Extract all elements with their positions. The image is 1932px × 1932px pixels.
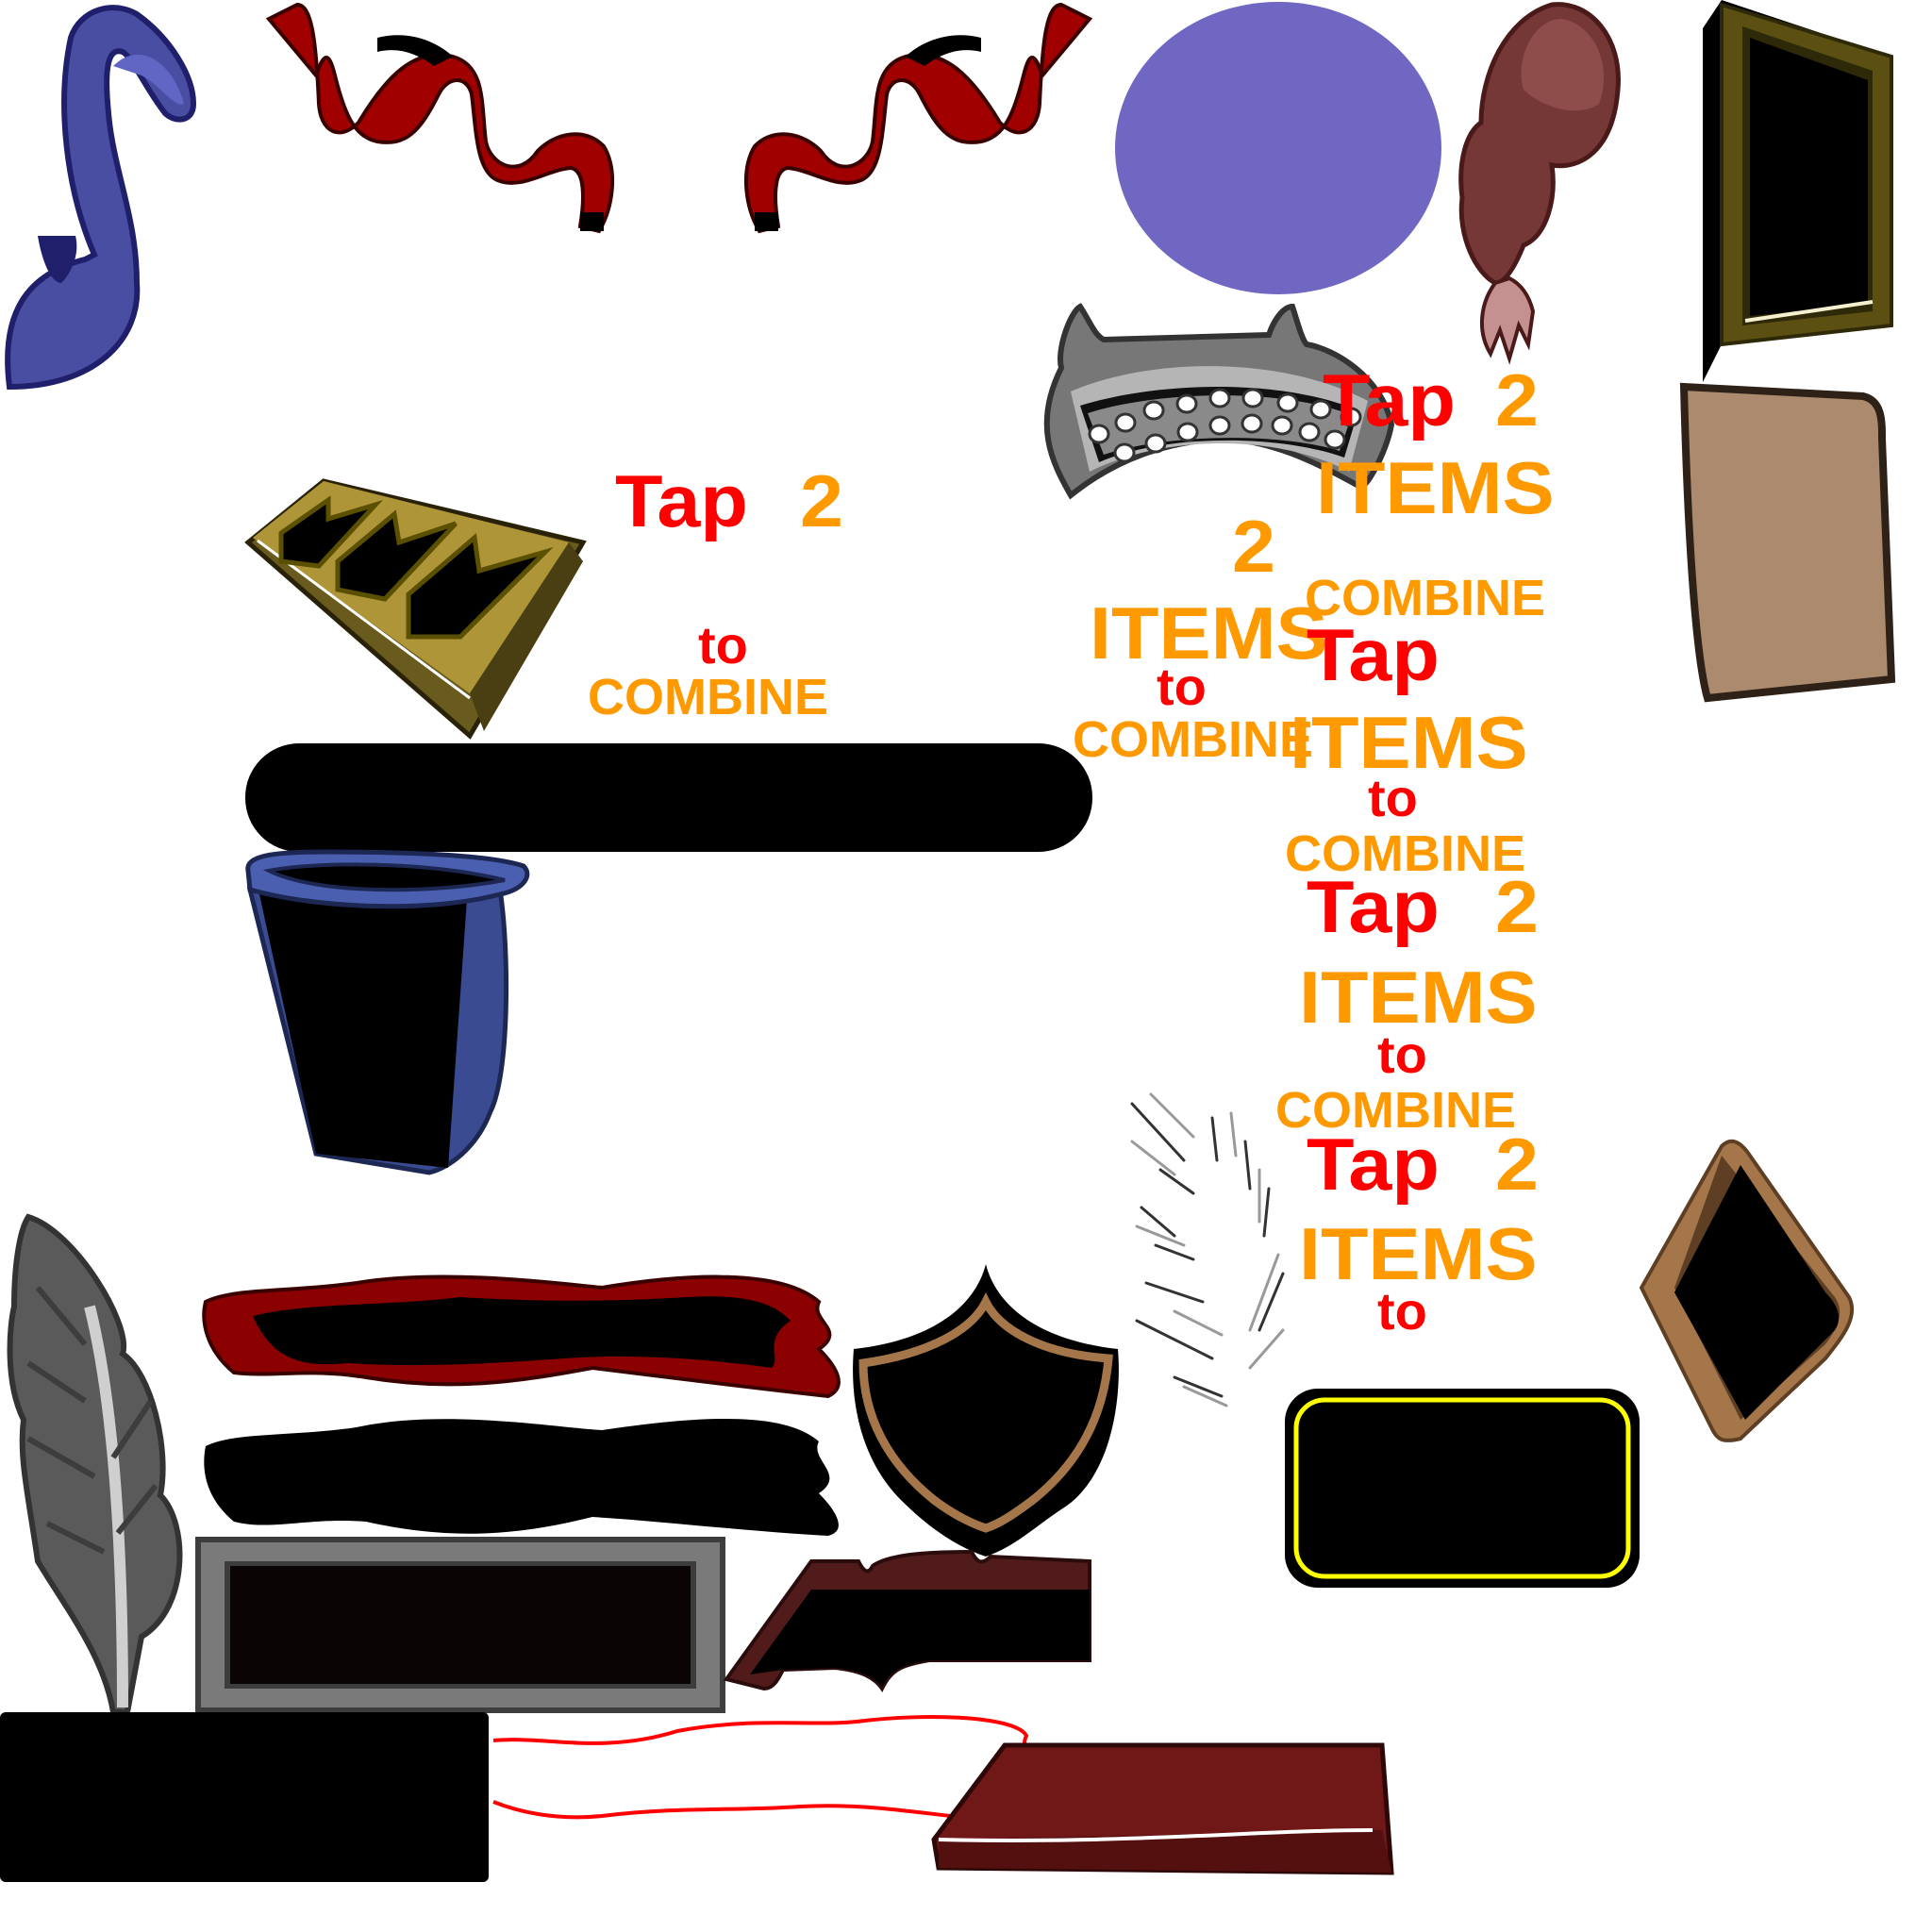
hint-items-f: ITEMS (1299, 1212, 1538, 1295)
red-ribbon-curtain-sprite (264, 0, 1094, 245)
olive-picture-frame-sprite (1703, 0, 1896, 382)
black-banner-sprite (196, 1404, 847, 1545)
maroon-slab-sprite (929, 1736, 1415, 1882)
hint-two-e: 2 (1495, 865, 1539, 948)
purple-oval-bubble-sprite (1113, 0, 1443, 297)
hint-items-c: ITEMS (1316, 446, 1555, 529)
hint-tap-c: Tap (1323, 358, 1456, 441)
hint-two-f: 2 (1495, 1123, 1539, 1206)
hint-tap-e: Tap (1307, 865, 1440, 948)
hint-combine-e: COMBINE (1275, 1082, 1516, 1139)
hint-items-d: ITEMS (1290, 701, 1528, 784)
maroon-tray-sprite (722, 1547, 1231, 1692)
tan-plaque-sprite (1679, 382, 1906, 703)
hint-two-b: 2 (1232, 505, 1275, 588)
hint-two-a: 2 (800, 459, 843, 542)
hint-to-f: to (1377, 1281, 1427, 1341)
metal-grille-sprite (1033, 292, 1396, 509)
hint-combine-d: COMBINE (1285, 825, 1525, 882)
hint-combine-a: COMBINE (588, 669, 828, 725)
hint-to-d: to (1368, 768, 1418, 827)
gray-framed-panel-sprite (195, 1537, 725, 1713)
hint-tap-a: Tap (615, 459, 748, 542)
hint-combine-c: COMBINE (1305, 570, 1545, 626)
hint-combine-b: COMBINE (1073, 711, 1313, 768)
blue-bucket-sprite (241, 847, 538, 1177)
hint-items-b: ITEMS (1090, 591, 1328, 675)
hint-to-e: to (1377, 1024, 1427, 1084)
feather-sketch-lines-sprite (1118, 1085, 1307, 1407)
muscular-arm-sprite (1439, 0, 1627, 365)
bronze-shield-sprite (844, 1264, 1127, 1557)
hint-two-c: 2 (1495, 358, 1539, 441)
hint-tap-f: Tap (1307, 1123, 1440, 1206)
gray-feather-sprite (0, 1212, 198, 1715)
black-pill-bar-sprite (245, 743, 1094, 852)
music-note-sprite (0, 0, 264, 396)
hint-to-b: to (1157, 657, 1207, 716)
black-rectangle-sprite (0, 1712, 489, 1882)
bronze-diamond-frame-sprite (1637, 1137, 1863, 1448)
yellow-outline-panel-sprite (1283, 1387, 1641, 1590)
hint-items-e: ITEMS (1299, 956, 1538, 1039)
red-bordered-banner-sprite (196, 1264, 847, 1406)
hint-to-a: to (698, 615, 748, 675)
gold-chevron-badge-sprite (243, 467, 588, 741)
hint-tap-d: Tap (1307, 613, 1440, 696)
